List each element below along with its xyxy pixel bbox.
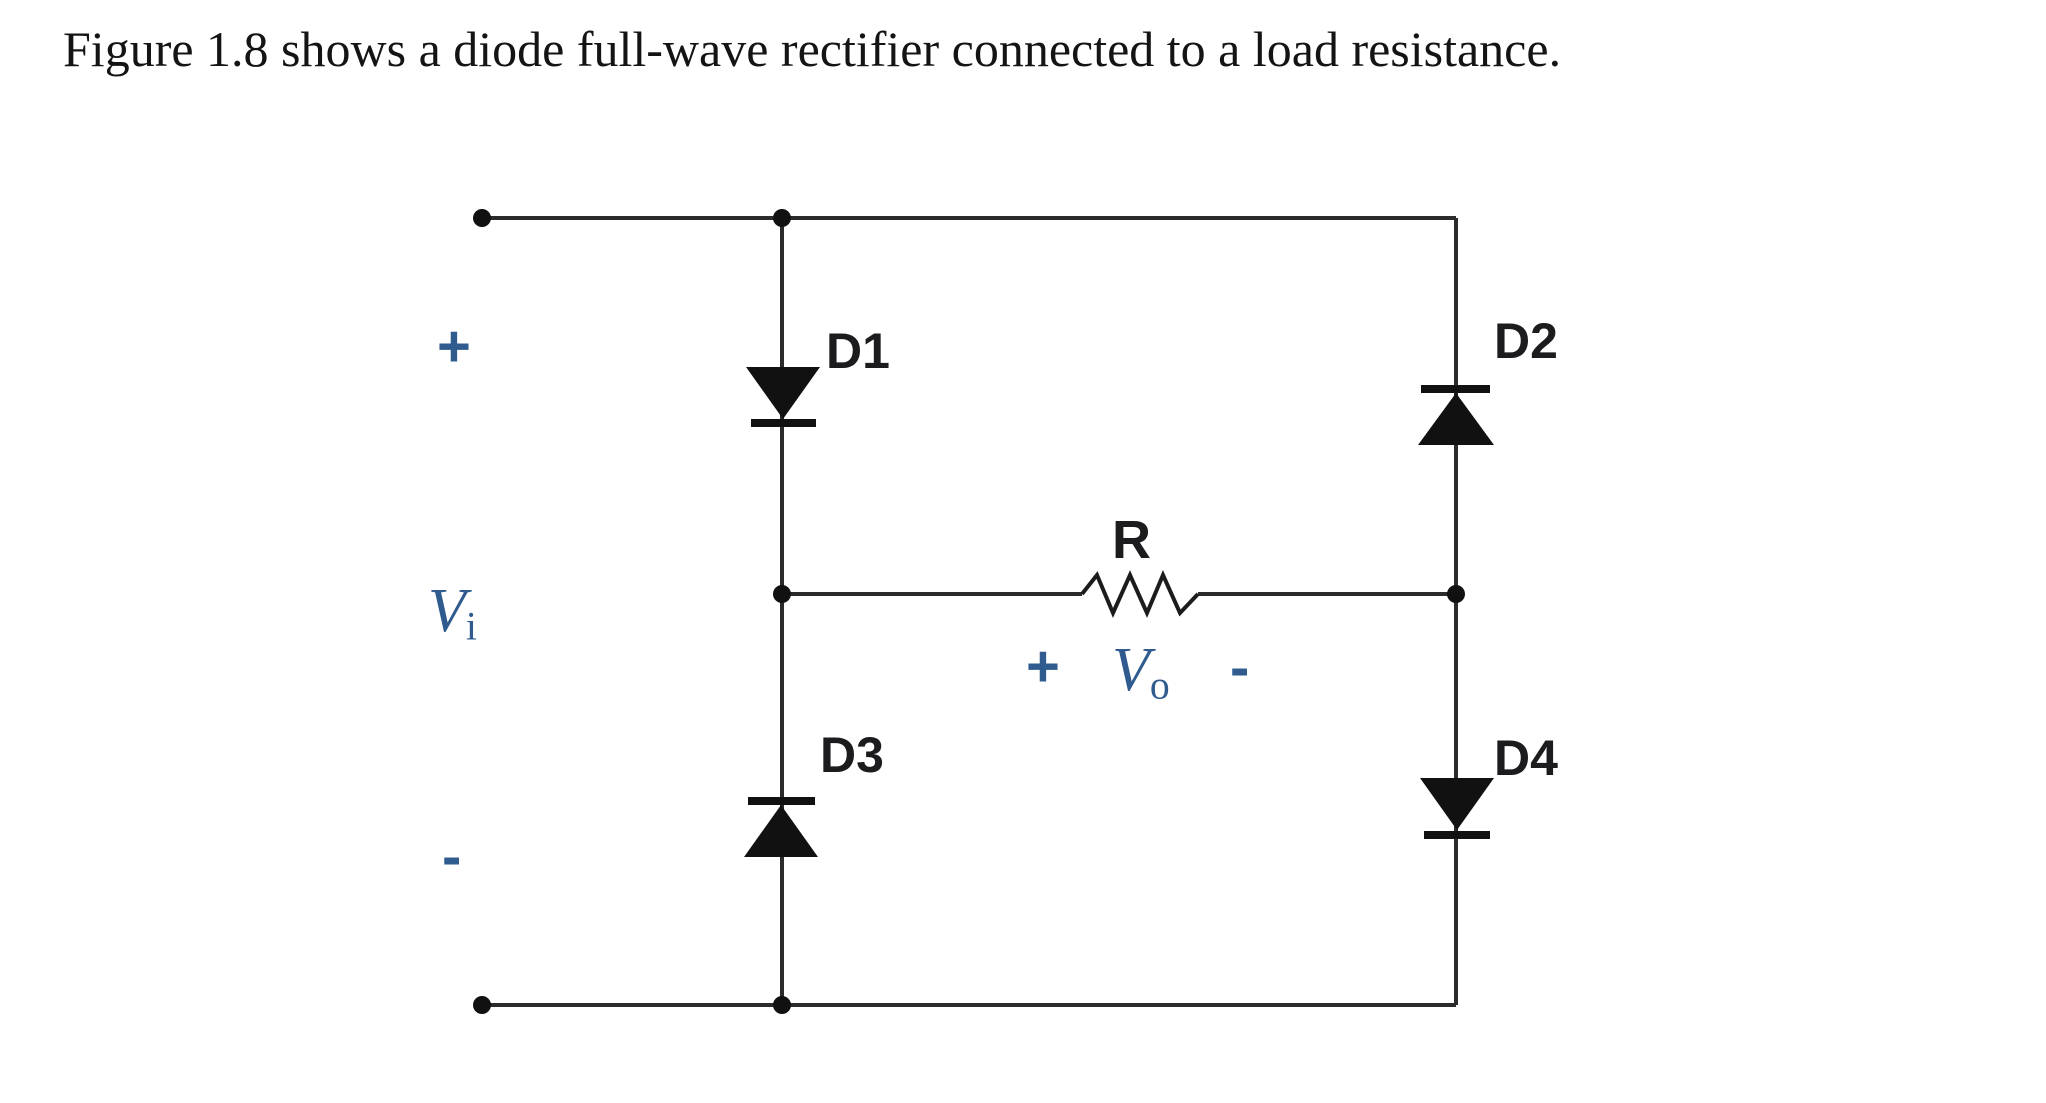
junction-dot-bottom (773, 996, 791, 1014)
resistor-symbol (1080, 569, 1200, 619)
diode-d4-label: D4 (1494, 730, 1558, 786)
figure-caption: Figure 1.8 shows a diode full-wave recti… (63, 21, 1562, 77)
diode-d1-label: D1 (826, 323, 890, 379)
input-voltage-base: V (428, 577, 466, 645)
input-plus-sign: + (437, 314, 471, 379)
output-voltage-base: V (1112, 636, 1150, 704)
diode-d2-symbol (1418, 385, 1494, 445)
diode-d3-symbol (744, 797, 818, 857)
output-plus-sign: + (1026, 634, 1060, 699)
terminal-dot-bottom-left (473, 996, 491, 1014)
input-voltage-subscript: i (465, 604, 477, 649)
output-voltage-label: Vo (1112, 639, 1170, 706)
diode-d1-symbol (746, 367, 820, 427)
diode-d3-label: D3 (820, 727, 884, 783)
junction-dot-output-right (1447, 585, 1465, 603)
junction-dot-top (773, 209, 791, 227)
junction-dot-output-left (773, 585, 791, 603)
input-voltage-label: Vi (428, 580, 477, 647)
output-minus-sign: - (1230, 635, 1250, 700)
terminal-dot-top-left (473, 209, 491, 227)
input-minus-sign: - (442, 824, 462, 889)
output-voltage-subscript: o (1149, 663, 1170, 708)
diode-d4-symbol (1420, 778, 1494, 839)
diode-d2-label: D2 (1494, 313, 1558, 369)
resistor-label: R (1112, 510, 1151, 570)
